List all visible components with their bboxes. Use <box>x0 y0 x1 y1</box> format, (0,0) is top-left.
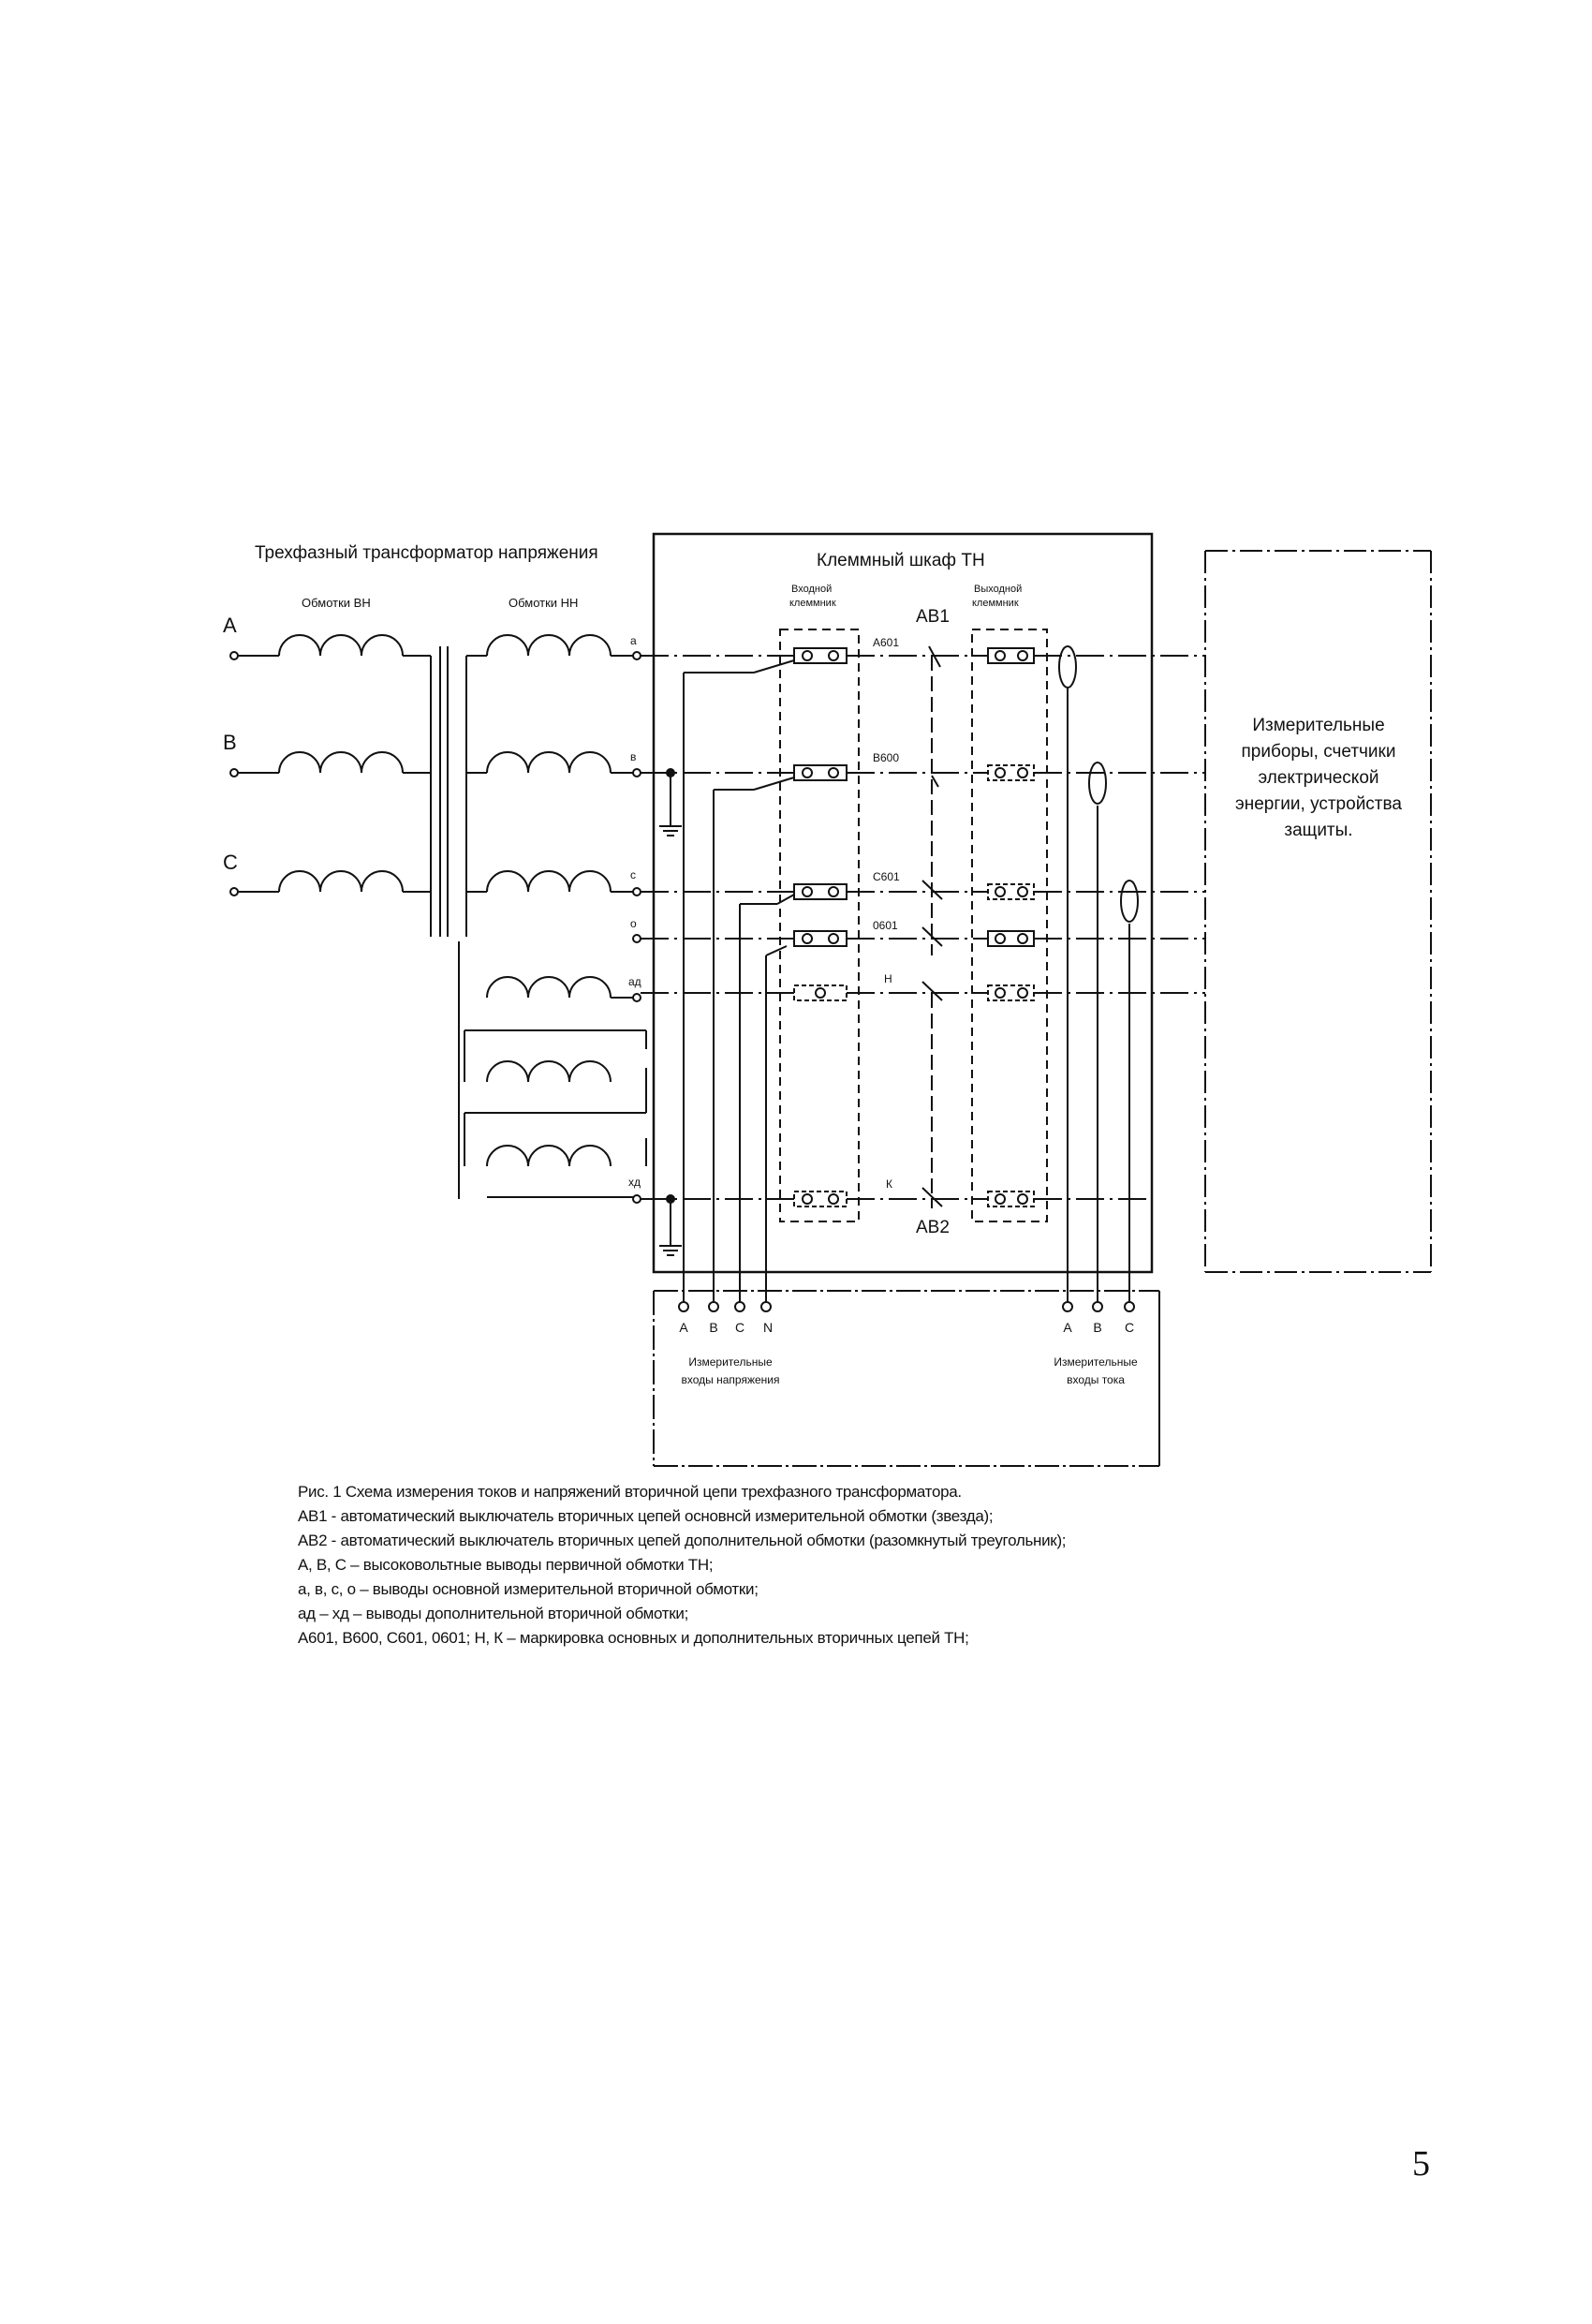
lv-winding-label: Обмотки НН <box>509 596 578 610</box>
caption-line-1: Рис. 1 Схема измерения токов и напряжени… <box>298 1483 962 1501</box>
voltage-input-terminals <box>678 1301 772 1312</box>
current-input-c: C <box>1125 1320 1134 1335</box>
current-clamps <box>1058 645 1139 1302</box>
devices-label-line-4: энергии, устройства <box>1235 794 1402 814</box>
voltage-input-a: A <box>679 1320 688 1335</box>
terminal-o-label: o <box>630 917 637 930</box>
page-number: 5 <box>1412 2144 1430 2183</box>
secondary-windings <box>458 634 647 1199</box>
input-terminal-label-1: Входной <box>791 584 832 595</box>
transformer-title: Трехфазный трансформатор напряжения <box>255 543 598 563</box>
voltage-input-wiring <box>683 659 795 1302</box>
devices-box <box>1204 550 1432 1273</box>
current-input-terminals <box>1062 1301 1135 1312</box>
hv-winding-label: Обмотки ВН <box>302 596 371 610</box>
mark-n: Н <box>884 972 892 985</box>
terminal-v-label: в <box>630 750 636 763</box>
mark-0601: 0601 <box>873 919 898 932</box>
current-input-b: B <box>1093 1320 1101 1335</box>
caption-line-2: АВ1 - автоматический выключатель вторичн… <box>298 1507 994 1525</box>
devices-label-line-2: приборы, счетчики <box>1242 742 1396 762</box>
current-input-a: A <box>1063 1320 1072 1335</box>
breaker-ab1-label: АВ1 <box>916 607 950 627</box>
input-terminals <box>793 647 848 1207</box>
primary-terminal-a-label: A <box>223 614 237 637</box>
devices-label: Измерительные приборы, счетчики электрич… <box>1235 716 1402 840</box>
terminal-cabinet-box <box>652 532 1154 1274</box>
caption-line-4: А, В, С – высоковольтные выводы первично… <box>298 1556 714 1574</box>
devices-label-line-5: защиты. <box>1284 821 1352 840</box>
voltage-input-n: N <box>763 1320 773 1335</box>
ground-b <box>659 768 682 836</box>
transformer-circuit-diagram: Трехфазный трансформатор напряжения Обмо… <box>223 532 1432 1467</box>
output-terminal-block <box>971 629 1048 1222</box>
terminal-a-label: a <box>630 634 637 647</box>
mark-b600: В600 <box>873 751 899 764</box>
primary-windings: A B C <box>223 614 432 937</box>
voltage-inputs-label-1: Измерительные <box>688 1355 773 1369</box>
terminal-c-label: c <box>630 868 636 881</box>
current-inputs-label-2: входы тока <box>1067 1373 1125 1386</box>
voltage-inputs-label-2: входы напряжения <box>682 1373 780 1386</box>
breaker-ab1 <box>921 645 943 955</box>
voltage-input-c: C <box>735 1320 744 1335</box>
output-terminals <box>987 647 1035 1207</box>
caption-line-7: А601, В600, С601, 0601; Н, К – маркировк… <box>298 1629 969 1647</box>
output-terminal-label-2: клеммник <box>972 598 1019 609</box>
output-terminal-label-1: Выходной <box>974 584 1022 595</box>
mark-a601: А601 <box>873 636 899 649</box>
instrument-inputs-box <box>653 1290 1160 1467</box>
devices-label-line-3: электрической <box>1258 768 1378 788</box>
caption-line-6: aд – xд – выводы дополнительной вторично… <box>298 1605 689 1622</box>
current-inputs-label-1: Измерительные <box>1054 1355 1138 1369</box>
terminal-xd-label: xд <box>628 1176 641 1189</box>
input-terminal-label-2: клеммник <box>789 598 836 609</box>
mark-k: К <box>886 1177 892 1191</box>
terminal-ad-label: aд <box>628 975 641 988</box>
devices-label-line-1: Измерительные <box>1252 716 1384 735</box>
ground-xd <box>659 1194 682 1256</box>
breaker-ab2-label: АВ2 <box>916 1218 950 1237</box>
breaker-ab2 <box>921 981 943 1208</box>
figure-caption: Рис. 1 Схема измерения токов и напряжени… <box>298 1480 1234 1650</box>
mark-c601: С601 <box>873 870 900 883</box>
transformer-core <box>439 646 449 937</box>
primary-terminal-b-label: B <box>223 731 237 754</box>
cabinet-title: Клеммный шкаф ТН <box>817 551 985 570</box>
input-terminal-block <box>779 629 860 1222</box>
voltage-input-b: B <box>709 1320 717 1335</box>
caption-line-3: АВ2 - автоматический выключатель вторичн… <box>298 1532 1067 1549</box>
primary-terminal-c-label: C <box>223 851 238 874</box>
circuit-lines <box>641 655 1205 1200</box>
caption-line-5: а, в, с, о – выводы основной измерительн… <box>298 1580 759 1598</box>
